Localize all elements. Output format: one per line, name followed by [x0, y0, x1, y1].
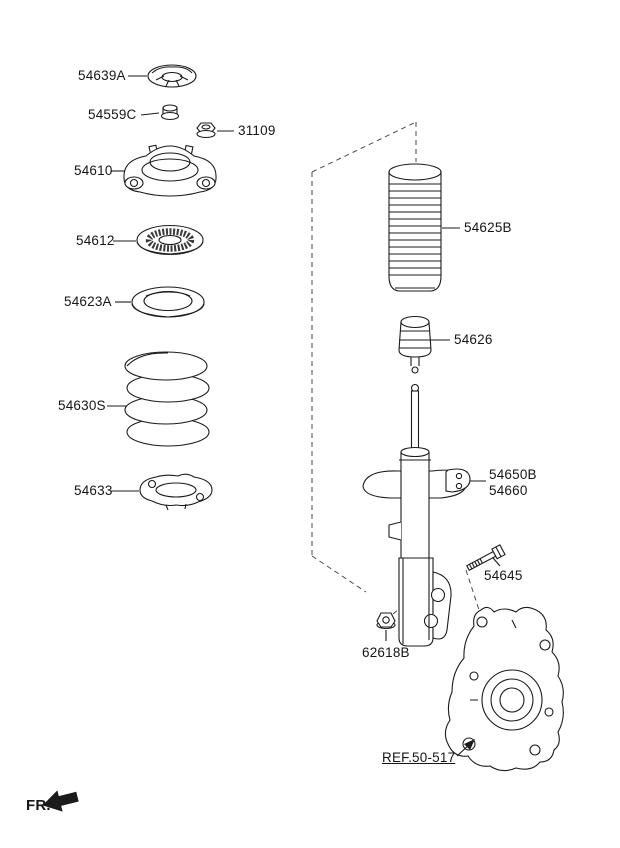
part-label-54630S: 54630S: [58, 398, 106, 413]
knuckle-ref-50-517: [444, 606, 564, 772]
part-label-54610: 54610: [74, 163, 113, 178]
part-label-54639A: 54639A: [78, 68, 126, 83]
dust-cover-54625B: [388, 163, 442, 292]
part-label-54559C: 54559C: [88, 107, 137, 122]
fr-direction-arrow: [42, 790, 79, 812]
spring-pad-54623A: [131, 286, 205, 318]
nut-62618B: [376, 612, 396, 630]
insulator-54610: [123, 144, 217, 197]
part-label-54612: 54612: [76, 233, 115, 248]
part-label-54660: 54660: [489, 483, 528, 498]
part-label-54626: 54626: [454, 332, 493, 347]
cap-54639A: [147, 64, 197, 88]
part-label-54623A: 54623A: [64, 294, 112, 309]
coil-spring-54630S: [124, 351, 210, 447]
lower-pad-54633: [139, 473, 213, 511]
assembly-dashed-lines: [311, 121, 482, 617]
strut-assembly-54650B-54660: [362, 383, 471, 647]
ref-leader-arrow: [456, 739, 475, 757]
nut-31109: [196, 122, 216, 139]
bolt-54645: [466, 544, 506, 572]
part-label-54645: 54645: [484, 568, 523, 583]
part-label-62618B: 62618B: [362, 645, 410, 660]
fr-label: FR.: [26, 797, 51, 814]
bump-stopper-54626: [398, 315, 432, 374]
part-label-54633: 54633: [74, 483, 113, 498]
part-label-54625B: 54625B: [464, 220, 512, 235]
nut-54559C: [160, 104, 180, 121]
part-label-54650B: 54650B: [489, 467, 537, 482]
bearing-54612: [136, 224, 204, 256]
part-label-31109: 31109: [238, 123, 276, 138]
ref-label: REF.50-517: [382, 750, 456, 765]
